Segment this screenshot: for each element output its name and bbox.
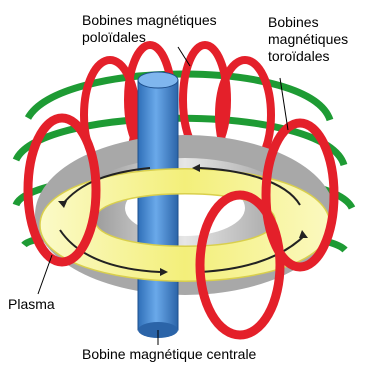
poloidal-label-line2: poloïdales bbox=[82, 29, 217, 46]
plasma-label: Plasma bbox=[8, 296, 55, 313]
toroidal-label-line3: toroïdales bbox=[268, 48, 348, 65]
toroidal-coils-label: Bobines magnétiques toroïdales bbox=[268, 14, 348, 65]
toroidal-label-line2: magnétiques bbox=[268, 31, 348, 48]
central-coil bbox=[138, 72, 178, 338]
poloidal-coils-label: Bobines magnétiques poloïdales bbox=[82, 12, 217, 46]
poloidal-label-line1: Bobines magnétiques bbox=[82, 12, 217, 29]
central-coil-label: Bobine magnétique centrale bbox=[82, 346, 256, 363]
poloidal-coil-top bbox=[28, 74, 330, 120]
toroidal-label-line1: Bobines bbox=[268, 14, 348, 31]
